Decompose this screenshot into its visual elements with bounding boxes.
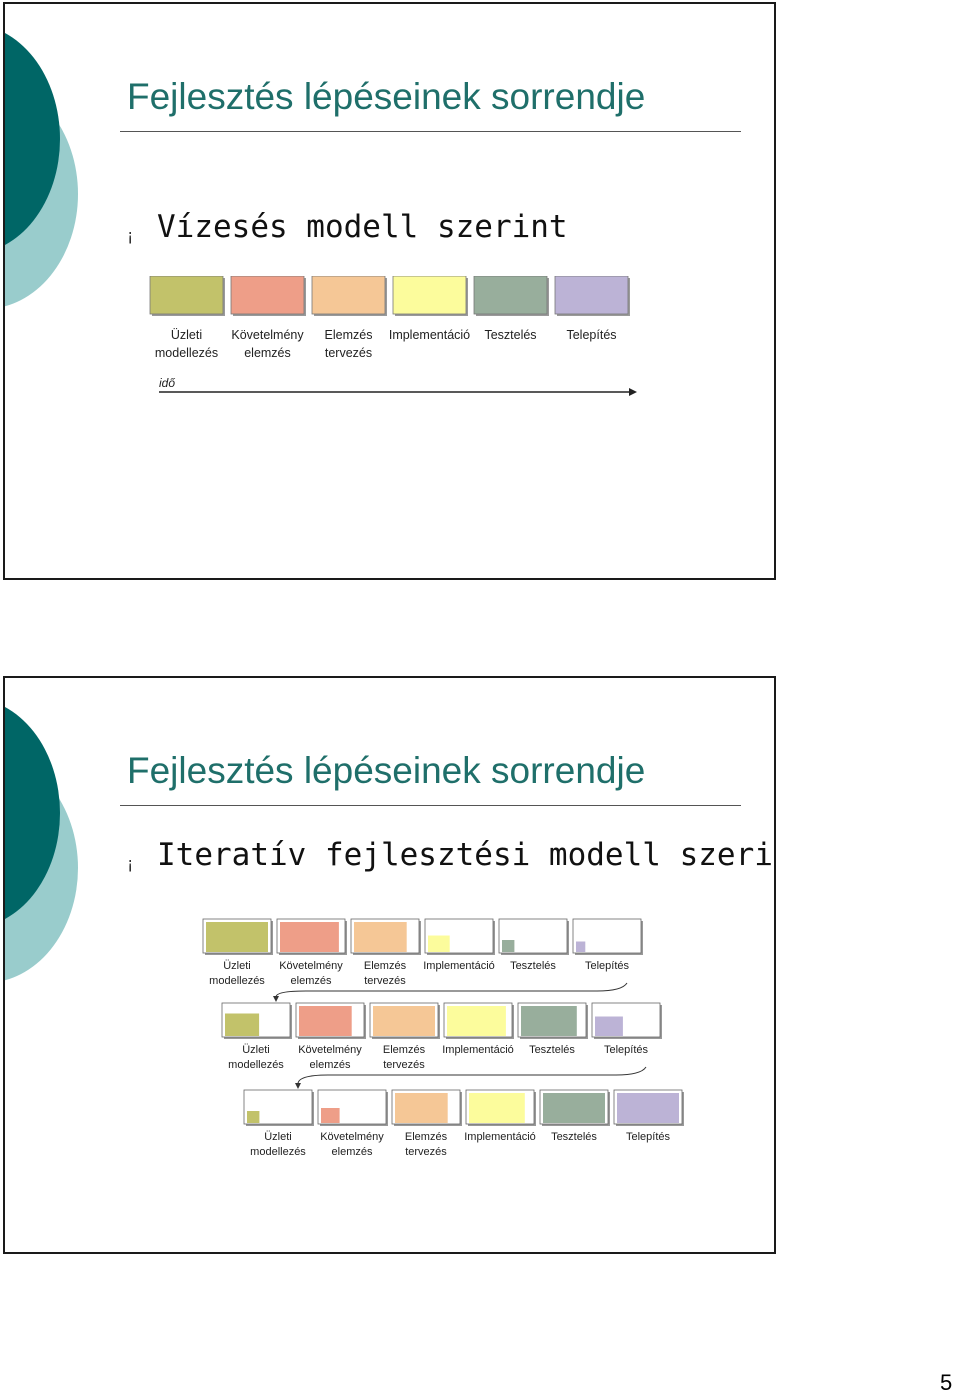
phase-effort-fill — [247, 1111, 260, 1123]
phase-label: Telepítés — [566, 328, 616, 342]
phase-effort-fill — [354, 922, 407, 952]
phase-effort-fill — [428, 935, 450, 952]
phase-label: Üzleti — [242, 1044, 270, 1056]
phase-label: Elemzés — [364, 960, 407, 972]
phase-label: Elemzés — [383, 1044, 426, 1056]
phase-effort-fill — [617, 1093, 679, 1123]
phase-label: tervezés — [325, 346, 372, 360]
title-rule — [120, 805, 741, 806]
phase-block — [149, 276, 224, 315]
phase-label: elemzés — [291, 975, 332, 987]
decoration-dark-circle — [5, 33, 60, 245]
phase-effort-fill — [576, 941, 586, 952]
phase-block — [230, 276, 305, 315]
phase-label: Implementáció — [464, 1131, 536, 1143]
phase-label: Implementáció — [389, 328, 470, 342]
phase-label: tervezés — [405, 1146, 447, 1158]
phase-label: Tesztelés — [551, 1131, 597, 1143]
slide-title: Fejlesztés lépéseinek sorrendje — [127, 76, 646, 117]
iterative-diagram: ÜzletimodellezésKövetelményelemzésElemzé… — [202, 918, 684, 1158]
phase-label: elemzés — [332, 1146, 373, 1158]
phase-block — [311, 276, 386, 315]
bullet-text: Vízesés modell szerint — [157, 209, 568, 245]
phase-effort-fill — [543, 1093, 605, 1123]
phase-label: Elemzés — [405, 1131, 448, 1143]
iteration-arrow — [297, 1066, 647, 1085]
phase-label: Üzleti — [171, 328, 202, 342]
iteration-arrow — [275, 982, 628, 998]
page-number: 5 — [940, 1370, 953, 1395]
phase-label: Üzleti — [264, 1131, 292, 1143]
phase-label: Telepítés — [604, 1044, 649, 1056]
phase-effort-fill — [225, 1013, 260, 1036]
phase-label: elemzés — [310, 1059, 351, 1071]
phase-block — [473, 276, 548, 315]
slide-decoration — [5, 33, 78, 307]
phase-label: Követelmény — [279, 960, 343, 972]
phase-label: Elemzés — [325, 328, 373, 342]
time-axis-arrow — [629, 388, 637, 396]
iteration-arrow-head — [273, 996, 279, 1002]
phase-label: Követelmény — [298, 1044, 362, 1056]
slide-waterfall: Fejlesztés lépéseinek sorrendje ¡ Vízesé… — [3, 2, 776, 580]
phase-label: Követelmény — [231, 328, 304, 342]
phase-label: Tesztelés — [510, 960, 556, 972]
phase-label: modellezés — [250, 1146, 306, 1158]
phase-label: Telepítés — [585, 960, 630, 972]
phase-label: Üzleti — [223, 960, 251, 972]
phase-label: Tesztelés — [484, 328, 536, 342]
phase-effort-fill — [595, 1016, 623, 1036]
phase-effort-fill — [502, 940, 515, 952]
phase-effort-fill — [206, 922, 268, 952]
phase-label: Implementáció — [442, 1044, 514, 1056]
axis-label: idő — [159, 376, 175, 390]
decoration-dark-circle — [5, 707, 60, 919]
phase-label: Tesztelés — [529, 1044, 575, 1056]
phase-effort-fill — [321, 1108, 340, 1123]
phase-effort-fill — [521, 1006, 577, 1036]
phase-effort-fill — [469, 1093, 525, 1123]
slide-title: Fejlesztés lépéseinek sorrendje — [127, 750, 646, 791]
slide-iterative: Fejlesztés lépéseinek sorrendje ¡ Iterat… — [3, 676, 776, 1254]
bullet-icon: ¡ — [127, 226, 134, 245]
phase-label: tervezés — [383, 1059, 425, 1071]
title-rule — [120, 131, 741, 132]
phase-block — [392, 276, 467, 315]
phase-label: elemzés — [244, 346, 291, 360]
phase-effort-fill — [280, 922, 339, 952]
phase-label: modellezés — [209, 975, 265, 987]
bullet-icon: ¡ — [127, 854, 134, 873]
waterfall-diagram: Üzleti modellezés Követelmény elemzés Elemzé… — [149, 276, 637, 396]
phase-label: modellezés — [155, 346, 218, 360]
phase-label: Telepítés — [626, 1131, 671, 1143]
phase-effort-fill — [299, 1006, 352, 1036]
phase-label: tervezés — [364, 975, 406, 987]
phase-label: Követelmény — [320, 1131, 384, 1143]
phase-label: modellezés — [228, 1059, 284, 1071]
phase-label: Implementáció — [423, 960, 495, 972]
bullet-text: Iteratív fejlesztési modell szerint — [157, 837, 776, 873]
phase-effort-fill — [447, 1006, 506, 1036]
phase-block — [554, 276, 629, 315]
slide-decoration — [5, 707, 78, 981]
phase-effort-fill — [373, 1006, 435, 1036]
iteration-arrow-head — [295, 1083, 301, 1089]
phase-effort-fill — [395, 1093, 448, 1123]
